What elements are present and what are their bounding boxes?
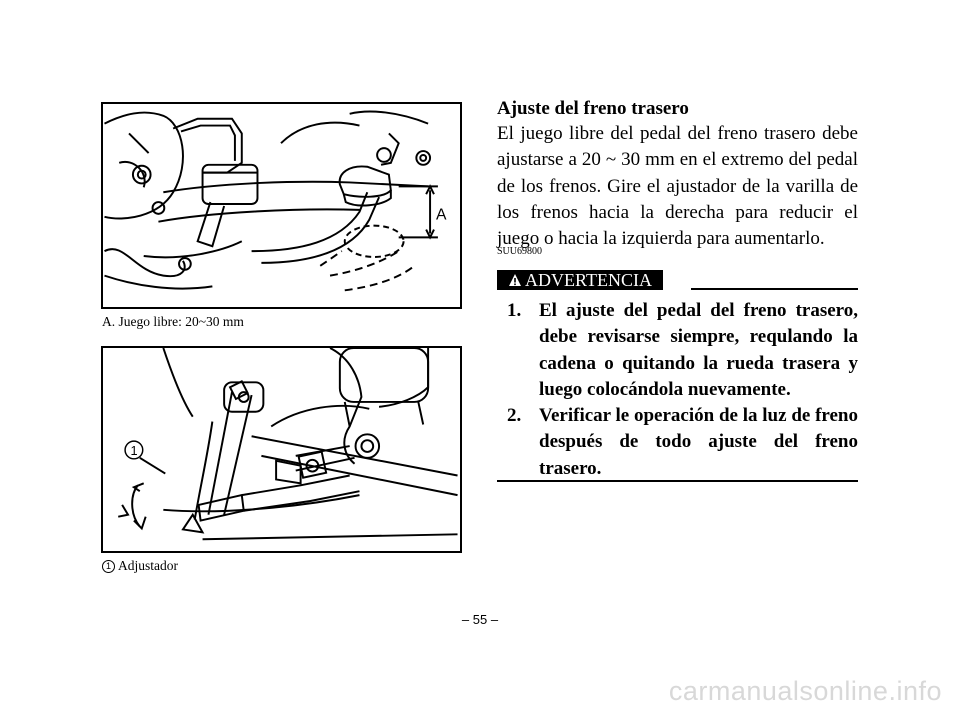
page-number: – 55 – [461,612,499,627]
list-item: 1. El ajuste del pedal del freno trasero,… [497,298,858,403]
list-item-text: El ajuste del pedal del freno trasero, d… [539,300,858,400]
list-item: 2. Verificar le operación de la luz de fr… [497,403,858,482]
warning-triangle-icon [509,274,522,286]
figure1-caption: A. Juego libre: 20~30 mm [102,314,244,329]
brake-adjuster-drawing: 1 [118,348,458,541]
brake-pedal-illustration: A [101,102,462,309]
list-item-number: 1. [507,300,522,321]
brake-pedal-drawing: A [104,110,447,292]
callout-1-label: 1 [130,443,137,458]
warning-label: ADVERTENCIA [525,270,652,290]
figure2-caption-text: Adjustador [118,558,178,573]
warning-badge: ADVERTENCIA [497,270,663,290]
section-body: El juego libre del pedal del freno trase… [497,123,858,250]
warning-list: 1. El ajuste del pedal del freno trasero,… [497,298,858,482]
brake-adjuster-illustration: 1 [101,346,462,553]
list-item-number: 2. [507,405,522,427]
section-heading: Ajuste del freno trasero [497,98,689,119]
section-code: SUU69800 [497,246,543,257]
warning-bottom-rule [497,480,858,482]
caption-number-badge: 1 [102,560,115,573]
list-item-text: Verificar le operación de la luz de fren… [539,405,858,479]
callout-a-label: A [436,207,447,224]
warning-header-rule [691,288,858,290]
watermark: carmanualsonline.info [668,676,942,706]
warning-header: ADVERTENCIA [497,270,858,292]
